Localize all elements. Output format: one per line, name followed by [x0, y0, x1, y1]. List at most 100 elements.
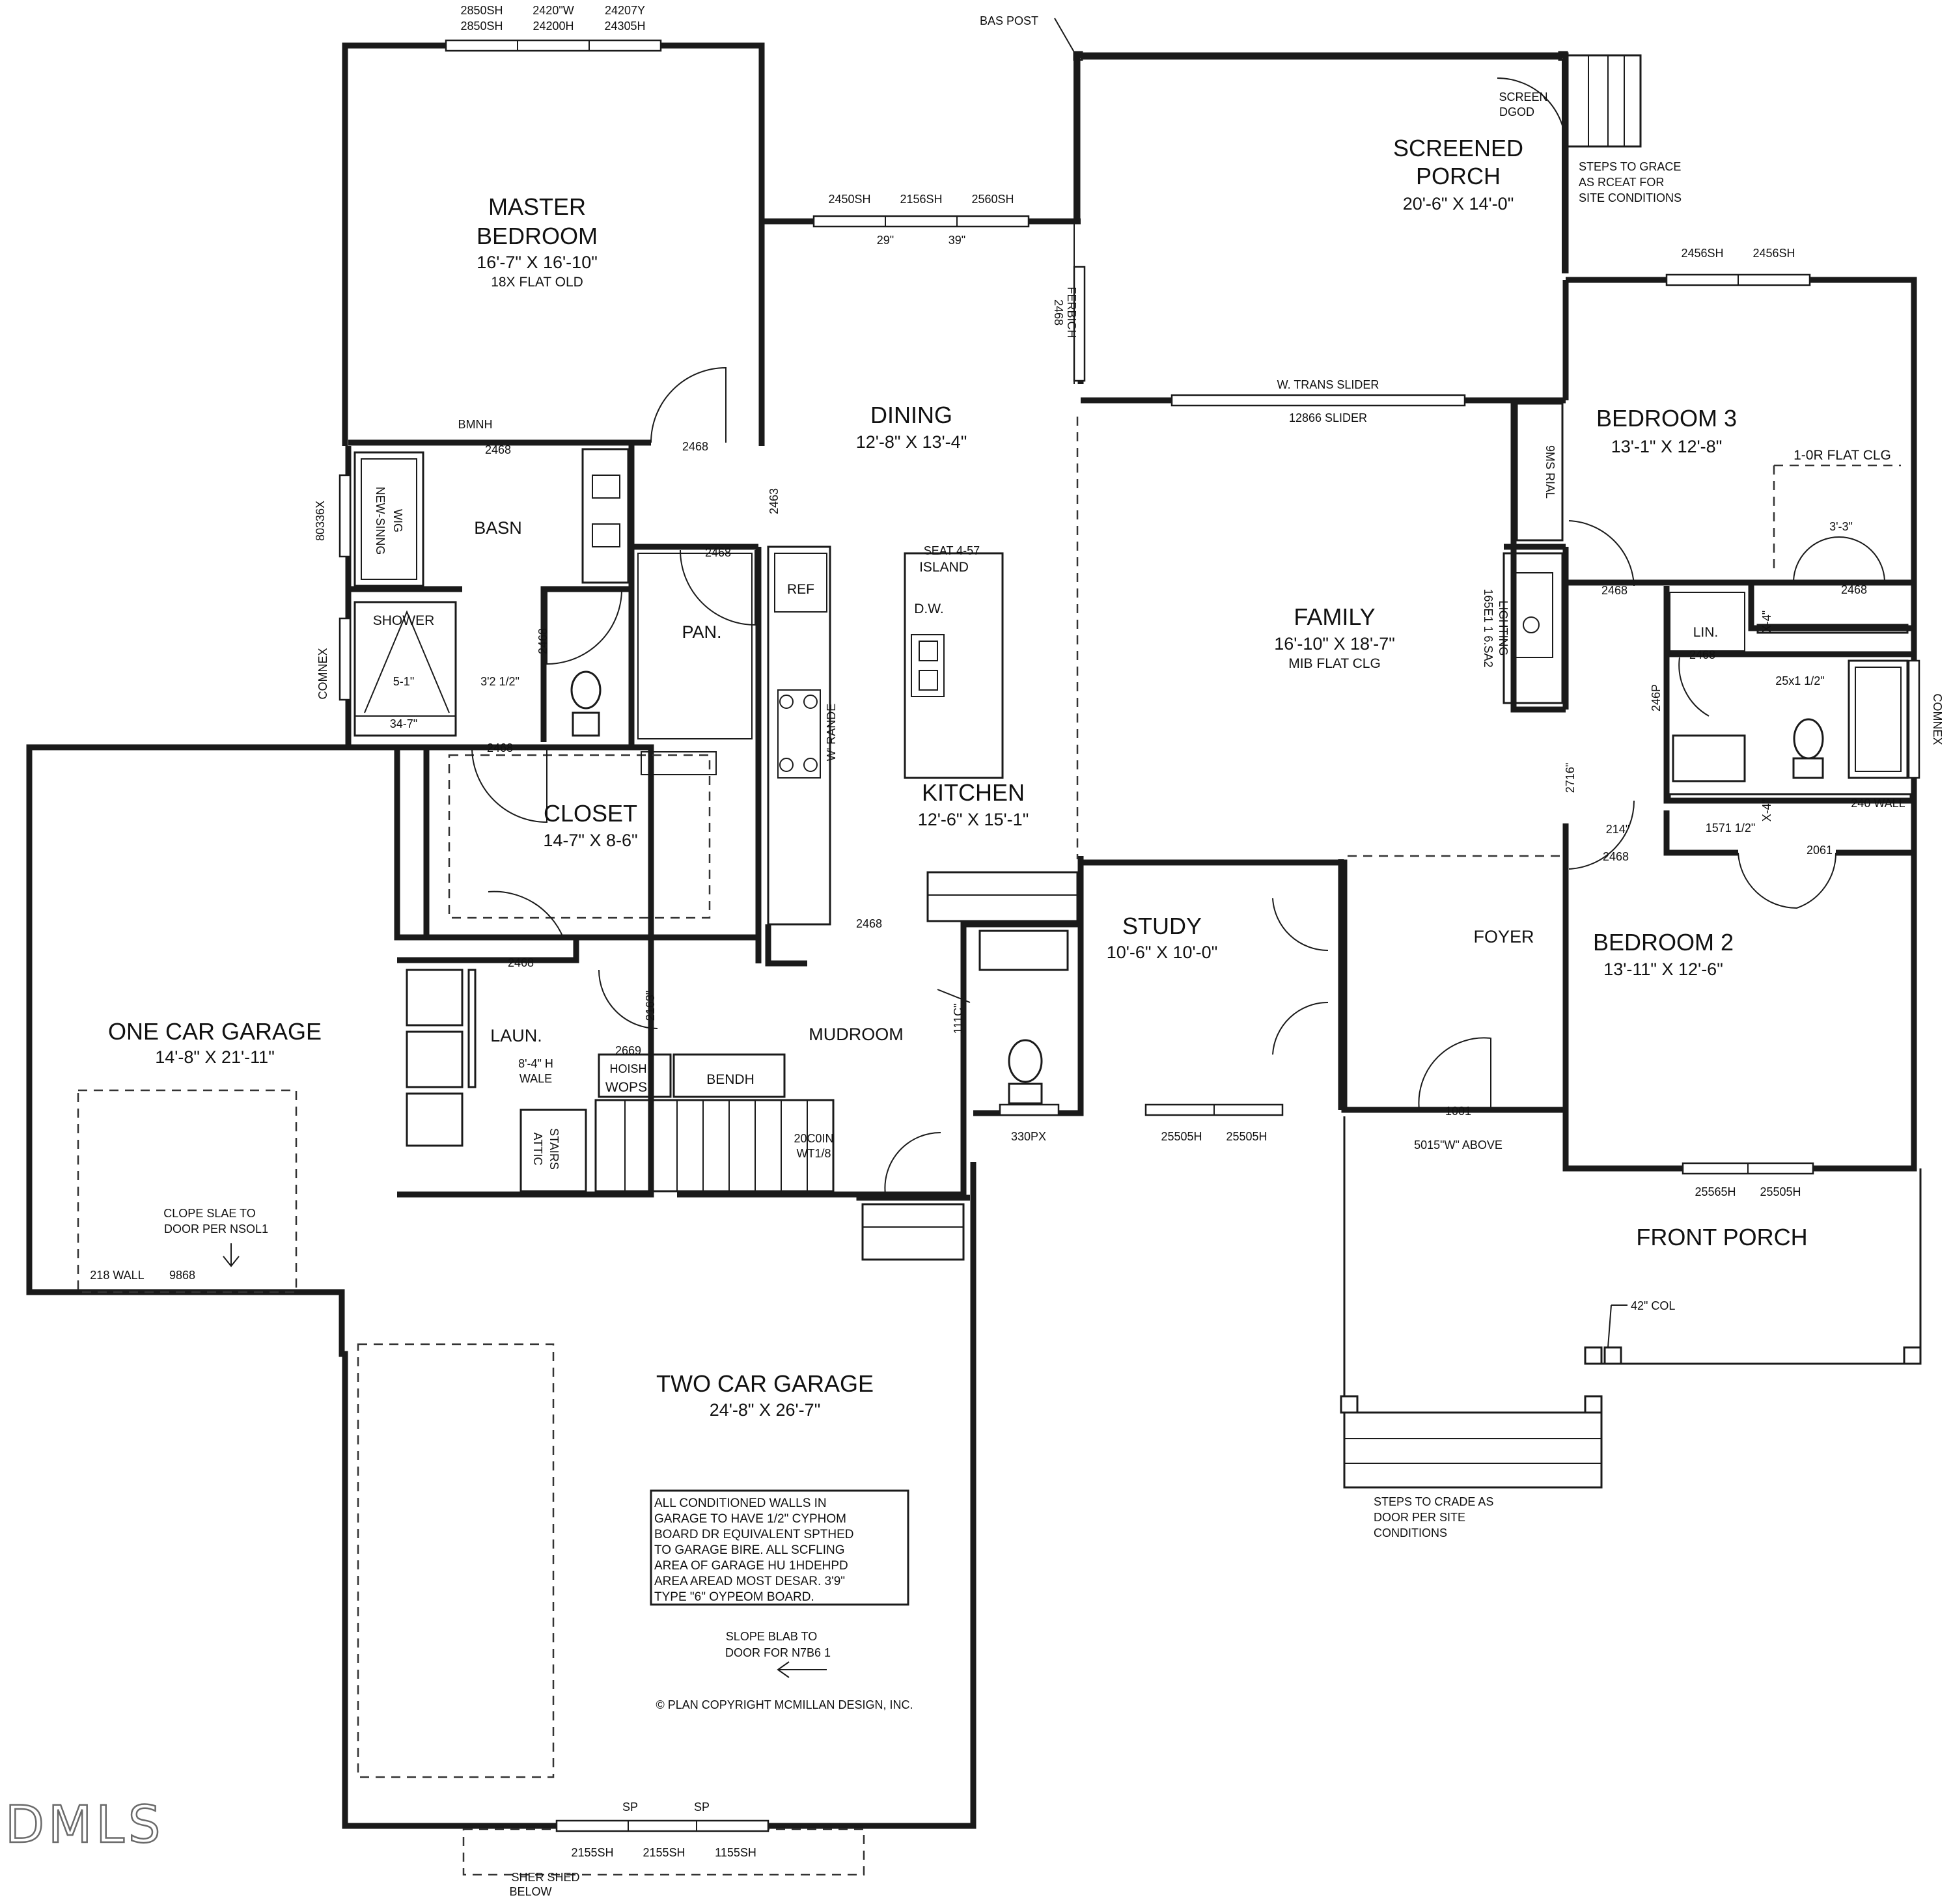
bench-name: BENDH	[706, 1072, 755, 1087]
linen-name: LIN.	[1693, 625, 1719, 640]
master-clg: 18X FLAT OLD	[491, 275, 583, 290]
foyer-name: FOYER	[1473, 927, 1534, 946]
bed2-win2: 25505H	[1760, 1185, 1801, 1198]
mbath-tub2: WIG	[391, 509, 404, 532]
top-win-c1: 24207Y	[605, 4, 645, 17]
slope-two1: SLOPE BLAB TO	[726, 1630, 817, 1643]
x4b: X-4"	[1760, 799, 1773, 821]
top-win-c2: 24305H	[604, 20, 645, 33]
one-garage-name: ONE CAR GARAGE	[108, 1018, 322, 1045]
bed2-win1: 25565H	[1695, 1185, 1736, 1198]
dim-3212: 3'2 1/2"	[480, 675, 519, 688]
study-dims: 10'-6" X 10'-0"	[1107, 943, 1218, 962]
fireplace2: LIGHTING	[1497, 600, 1510, 655]
wall240: 240 WALL	[1851, 797, 1905, 810]
bot-win2: 2155SH	[643, 1846, 685, 1859]
screen-door: SCREEN	[1499, 90, 1547, 103]
garage-note-line: AREA AREAD MOST DESAR. 3'9"	[654, 1575, 845, 1588]
mbath-tub: NEW-SINNG	[374, 487, 387, 555]
island-top: SEAT 4-57	[924, 544, 980, 557]
windows	[339, 39, 1920, 1832]
door-2163: 2163"	[644, 991, 657, 1021]
dining-win1: 2450SH	[828, 193, 870, 206]
door-2061: 2061	[1807, 844, 1833, 857]
door-f: 2468	[508, 956, 534, 969]
top-win-a2: 2850SH	[460, 20, 503, 33]
dining-win-sub2: 39"	[949, 234, 965, 247]
door-c: 2468	[705, 546, 731, 559]
garage-note-line: ALL CONDITIONED WALLS IN	[654, 1497, 827, 1510]
fixtures	[353, 18, 1922, 1606]
slope-arrow-down-icon	[223, 1243, 240, 1267]
screened-name: SCREENED	[1393, 135, 1523, 161]
garage-note-line: TYPE "6" OYPEOM BOARD.	[654, 1590, 814, 1604]
garage-note-line: AREA OF GARAGE HU 1HDEHPD	[654, 1559, 848, 1573]
door-a: 2468	[485, 443, 511, 456]
porch-screens	[1073, 51, 1642, 384]
dining-dims: 12'-8" X 13'-4"	[856, 432, 967, 452]
steps-grade2: AS RCEAT FOR	[1579, 176, 1664, 189]
ref-name: REF	[787, 582, 814, 597]
door-swings	[471, 366, 1885, 1195]
copyright: © PLAN COPYRIGHT MCMILLAN DESIGN, INC.	[656, 1698, 913, 1711]
comnex1: COMNEX	[316, 648, 329, 699]
garage-note-line: TO GARAGE BIRE. ALL SCFLING	[654, 1543, 844, 1557]
garage-note-line: BOARD DR EQUIVALENT SPTHED	[654, 1528, 854, 1541]
door-111c: 111C"	[952, 1004, 965, 1034]
dining-win-sub1: 29"	[877, 234, 894, 247]
door-k: 2468	[1603, 850, 1629, 863]
french: 2468	[1052, 299, 1065, 325]
foyer-door: 1001	[1445, 1105, 1471, 1118]
family-name: FAMILY	[1294, 603, 1375, 630]
steps-front2: DOOR PER SITE	[1374, 1511, 1465, 1524]
steps-grade1: STEPS TO GRACE	[1579, 160, 1681, 173]
dining-win2: 2156SH	[900, 193, 942, 206]
col42: 42" COL	[1631, 1299, 1675, 1312]
study-win2: 25505H	[1226, 1130, 1267, 1143]
slope-two2: DOOR FOR N7B6 1	[725, 1646, 831, 1659]
transom: 5015"W" ABOVE	[1414, 1138, 1503, 1152]
top-win-b1: 2420"W	[533, 4, 574, 17]
sp1: SP	[622, 1801, 638, 1814]
door-2669: 2669	[615, 1044, 641, 1057]
range: W' RANDE	[825, 704, 838, 761]
steps-grade3: SITE CONDITIONS	[1579, 191, 1682, 204]
bot-win1: 2155SH	[571, 1846, 613, 1859]
shed2: BELOW	[509, 1885, 551, 1898]
family-dims: 16'-10" X 18'-7"	[1274, 634, 1395, 654]
dim1571: 1571 1/2"	[1706, 821, 1755, 835]
mudroom-name: MUDROOM	[809, 1025, 903, 1044]
hbench2: WALE	[519, 1072, 552, 1085]
screen-door2: DGOD	[1499, 105, 1534, 118]
hbench: 8'-4" H	[518, 1057, 553, 1070]
family-clg: MIB FLAT CLG	[1288, 656, 1381, 671]
hook: HOISH	[609, 1062, 646, 1075]
slope-arrow-left-icon	[777, 1661, 827, 1678]
front-porch-name: FRONT PORCH	[1636, 1224, 1807, 1250]
screened-name2: PORCH	[1416, 163, 1501, 189]
master-name2: BEDROOM	[477, 223, 598, 249]
door-2463: 2463	[768, 488, 781, 514]
garage-note-line: GARAGE TO HAVE 1/2" CYPHOM	[654, 1512, 846, 1526]
closet-name: CLOSET	[544, 800, 637, 827]
shelves: 9MS RIAL	[1544, 445, 1557, 499]
slope-one2: DOOR PER NSOL1	[164, 1222, 268, 1235]
basn-name: BASN	[474, 518, 522, 538]
closet-dims: 14-7" X 8-6"	[543, 831, 637, 850]
steps-front1: STEPS TO CRADE AS	[1374, 1495, 1493, 1508]
top-win-a1: 2850SH	[460, 4, 503, 17]
door-b: 2468	[682, 440, 708, 453]
door-e: 2468	[487, 741, 513, 754]
laundry-name: LAUN.	[490, 1026, 542, 1045]
master-name: MASTER	[488, 193, 586, 220]
kitchen-name: KITCHEN	[922, 779, 1025, 806]
dim2716: 2716"	[1564, 763, 1577, 793]
bed3-win2: 2456SH	[1752, 247, 1795, 260]
bot-win3: 1155SH	[715, 1846, 756, 1859]
mbath-win: 80336X	[314, 501, 327, 541]
slider: 12866 SLIDER	[1289, 411, 1367, 424]
study-name: STUDY	[1122, 913, 1202, 939]
master-dims: 16'-7" X 16'-10"	[477, 253, 598, 272]
door-i: 2468	[1841, 583, 1867, 596]
slope-one1: CLOPE SLAE TO	[163, 1207, 255, 1220]
